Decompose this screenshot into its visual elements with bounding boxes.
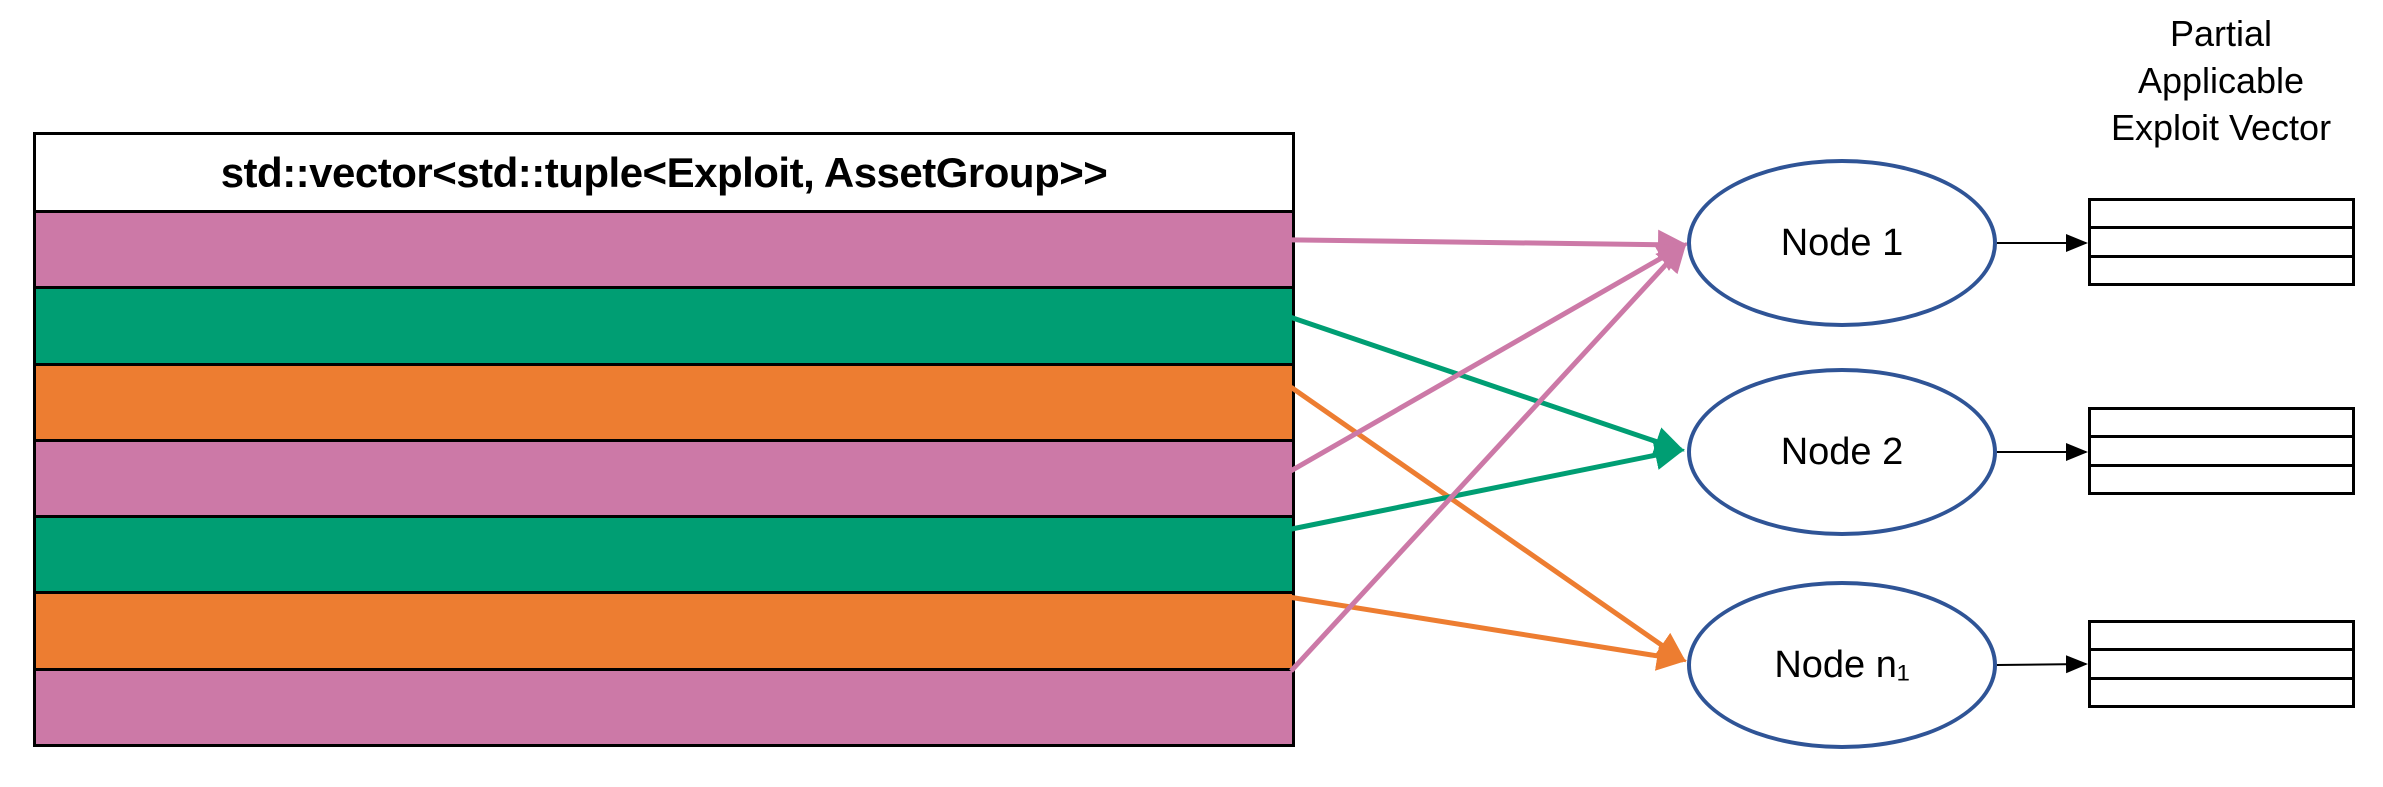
title-line-2: Applicable: [2137, 60, 2305, 101]
partial-applicable-exploit-vector-title: Partial Applicable Exploit Vector: [2056, 10, 2383, 151]
partial-vector-row: [2091, 201, 2352, 227]
title-line-3: Exploit Vector: [2110, 107, 2332, 148]
node-2-label: Node 2: [1780, 430, 1904, 473]
partial-vector-row: [2091, 463, 2352, 492]
partial-vector-row: [2091, 254, 2352, 283]
node-1-label: Node 1: [1780, 221, 1904, 264]
exploit-tuple-vector-table: std::vector<std::tuple<Exploit, AssetGro…: [33, 132, 1295, 747]
vector-row-3-orange: [36, 362, 1292, 439]
edge-row1-to-node1-pink: [1290, 229, 1688, 260]
partial-vector-row: [2091, 226, 2352, 255]
partial-exploit-vector-table-1: [2088, 198, 2355, 286]
edge-row5-to-node2-green: [1290, 440, 1685, 532]
vector-table-header: std::vector<std::tuple<Exploit, AssetGro…: [36, 135, 1292, 210]
partial-vector-row: [2091, 410, 2352, 436]
edge-node3-to-partial-vector-3: [1996, 655, 2088, 674]
partial-vector-row: [2091, 623, 2352, 649]
node-ellipse-1: Node 1: [1687, 159, 1997, 327]
vector-row-1-pink: [36, 210, 1292, 287]
edge-row4-to-node1-pink: [1289, 242, 1688, 473]
edge-row2-to-node2-green: [1290, 315, 1685, 456]
vector-row-5-green: [36, 515, 1292, 592]
title-line-1: Partial: [2169, 13, 2273, 54]
node-n1-label: Node n₁: [1774, 643, 1910, 686]
partial-vector-row: [2091, 435, 2352, 464]
partial-exploit-vector-table-2: [2088, 407, 2355, 495]
partial-exploit-vector-table-3: [2088, 620, 2355, 708]
vector-row-4-pink: [36, 438, 1292, 516]
node-ellipse-n1: Node n₁: [1687, 581, 1997, 749]
partial-vector-row: [2091, 648, 2352, 677]
node-ellipse-2: Node 2: [1687, 368, 1997, 536]
vector-row-2-green: [36, 286, 1292, 363]
vector-row-7-pink: [36, 667, 1292, 744]
partial-vector-row: [2091, 676, 2352, 705]
edge-row6-to-node3-orange: [1290, 594, 1687, 671]
edge-row7-to-node1-pink: [1289, 242, 1687, 673]
vector-row-6-orange: [36, 591, 1292, 668]
